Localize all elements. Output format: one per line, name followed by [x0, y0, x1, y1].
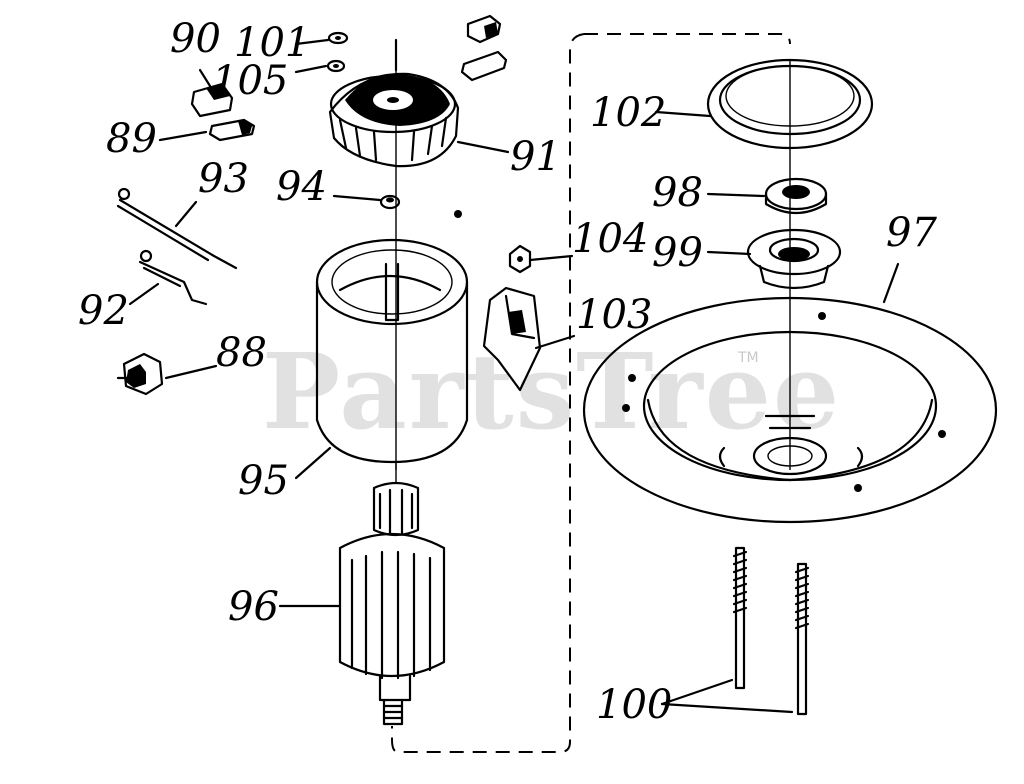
- callout-103: 103: [576, 292, 652, 338]
- upper-clip-2: [460, 50, 508, 82]
- callout-95: 95: [238, 458, 289, 504]
- part-91-fan[interactable]: [328, 38, 460, 168]
- part-98-bearing[interactable]: [764, 177, 828, 214]
- callout-97: 97: [886, 210, 937, 256]
- watermark-text: PartsTree: [262, 330, 841, 453]
- part-102-ring[interactable]: [706, 58, 874, 150]
- callout-98: 98: [652, 170, 703, 216]
- part-105-washer[interactable]: [326, 59, 346, 73]
- watermark-trademark: TM: [737, 350, 759, 366]
- callout-88: 88: [216, 330, 267, 376]
- callout-101: 101: [234, 20, 310, 66]
- group-bracket-dashed: [391, 33, 791, 753]
- callout-100: 100: [596, 682, 672, 728]
- callout-102: 102: [590, 90, 666, 136]
- callout-99: 99: [652, 230, 703, 276]
- part-96-armature[interactable]: [338, 462, 446, 726]
- part-97-housing[interactable]: [582, 296, 998, 524]
- part-93-spring[interactable]: [116, 187, 238, 270]
- callout-89: 89: [106, 116, 157, 162]
- callout-92: 92: [78, 288, 129, 334]
- part-100-screw-right[interactable]: [794, 562, 810, 716]
- callout-93: 93: [198, 156, 249, 202]
- callout-91: 91: [510, 134, 561, 180]
- part-92-spring[interactable]: [138, 249, 208, 306]
- part-104-nut[interactable]: [508, 244, 532, 274]
- part-95-frame[interactable]: [315, 238, 469, 464]
- part-88-connector[interactable]: [116, 352, 164, 396]
- callout-94: 94: [276, 164, 327, 210]
- part-101-nut[interactable]: [327, 31, 349, 45]
- small-dot-part: [454, 210, 462, 218]
- part-103-bracket[interactable]: [482, 286, 542, 392]
- callout-105: 105: [212, 58, 288, 104]
- leader-lines: [128, 38, 900, 714]
- callout-96: 96: [228, 584, 279, 630]
- part-100-screw-left[interactable]: [732, 546, 748, 690]
- part-90-brush[interactable]: [190, 82, 234, 118]
- upper-clip-1: [466, 14, 502, 44]
- callout-90: 90: [170, 16, 221, 62]
- callout-104: 104: [572, 216, 648, 262]
- part-94-bushing[interactable]: [379, 194, 401, 210]
- part-89-brush[interactable]: [208, 118, 256, 142]
- part-99-cup[interactable]: [746, 228, 842, 290]
